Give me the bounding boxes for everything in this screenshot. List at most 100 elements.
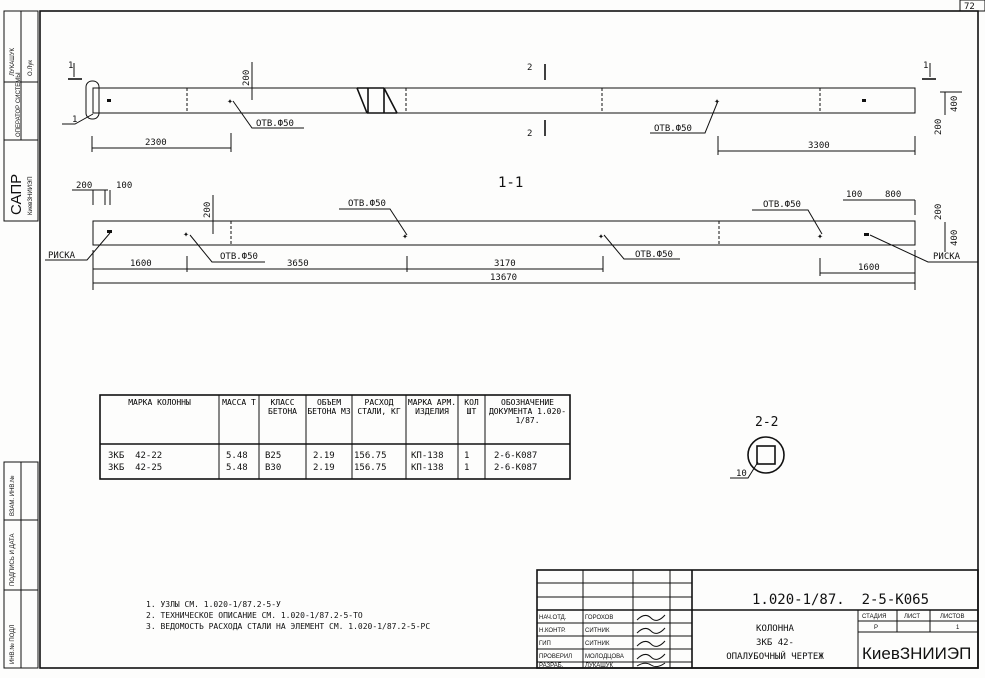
signer-role: Н.КОНТР. xyxy=(539,628,566,634)
hole-marker: ✦ xyxy=(183,229,189,240)
dim-100: 100 xyxy=(116,181,132,191)
mark-label: РИСКА xyxy=(48,251,76,261)
sheet-label: ЛИСТ xyxy=(904,614,920,620)
hole-marker: ✦ xyxy=(402,231,408,242)
title-block: 1.020-1/87. 2-5-К065 НАЧ.ОТД. ГОРОХОВ Н.… xyxy=(536,569,979,669)
stage-label: СТАДИЯ xyxy=(862,614,887,620)
sheets-label: ЛИСТОВ xyxy=(940,614,964,620)
dim-2300: 2300 xyxy=(145,138,167,148)
column-outline xyxy=(92,87,916,114)
dim-1600: 1600 xyxy=(858,263,880,273)
note: 1. УЗЛЫ СМ. 1.020-1/87.2-5-У xyxy=(146,600,281,609)
title-line: КОЛОННА xyxy=(756,624,795,634)
operator-label: ОПЕРАТОР СИСТЕМЫ xyxy=(16,72,22,137)
hole-label: ОТВ.Ф50 xyxy=(654,124,692,134)
section-2-2: 2-2 10 xyxy=(730,415,785,479)
sapr-label: САПР xyxy=(8,174,25,215)
cell-class: В25 xyxy=(265,451,281,461)
dim-200: 200 xyxy=(203,202,213,218)
dim-800: 800 xyxy=(885,190,901,200)
note: 2. ТЕХНИЧЕСКОЕ ОПИСАНИЕ СМ. 1.020-1/87.2… xyxy=(146,611,363,620)
note: 3. ВЕДОМОСТЬ РАСХОДА СТАЛИ НА ЭЛЕМЕНТ СМ… xyxy=(146,622,430,631)
header-reinforcement: МАРКА АРМ. ИЗДЕЛИЯ xyxy=(407,398,457,416)
sapr-org: КиевЗНИИЭП xyxy=(28,176,34,215)
header-mass: МАССА Т xyxy=(222,398,256,407)
signer-name: СИТНИК xyxy=(585,628,610,634)
cell-volume: 2.19 xyxy=(313,463,335,473)
mounting-detail xyxy=(356,87,398,114)
section-mark: 2 xyxy=(527,129,532,139)
cell-mass: 5.48 xyxy=(226,463,248,473)
notes: 1. УЗЛЫ СМ. 1.020-1/87.2-5-У 2. ТЕХНИЧЕС… xyxy=(146,600,430,631)
hole-label: ОТВ.Ф50 xyxy=(220,252,258,262)
cell-class: В30 xyxy=(265,463,281,473)
cell-mark: ЗКБ 42-25 xyxy=(108,463,162,473)
section-mark: 2 xyxy=(527,63,532,73)
header-steel: РАСХОД СТАЛИ, КГ xyxy=(357,398,401,416)
header-concrete-volume: ОБЪЕМ БЕТОНА М3 xyxy=(307,398,351,416)
signer-role: ГИП xyxy=(539,641,551,647)
header-column-mark: МАРКА КОЛОННЫ xyxy=(128,398,191,407)
table-row: ЗКБ 42-25 5.48 В30 2.19 156.75 КП-138 1 … xyxy=(108,463,537,473)
section-1-1: 1-1 ✦ ✦ ✦ ✦ ОТВ.Ф50 ОТВ.Ф50 ОТВ.Ф50 ОТВ.… xyxy=(45,175,978,290)
dim-100: 100 xyxy=(846,190,862,200)
spec-table: МАРКА КОЛОННЫ МАССА Т КЛАСС БЕТОНА ОБЪЕМ… xyxy=(99,394,571,480)
signer-name: ГОРОХОВ xyxy=(585,615,613,621)
header-concrete-class: КЛАСС БЕТОНА xyxy=(268,398,297,416)
column-outline xyxy=(92,220,916,246)
hole-label: ОТВ.Ф50 xyxy=(348,199,386,209)
signer-name: ЛУКАШУК xyxy=(585,663,614,669)
dim-1600: 1600 xyxy=(130,259,152,269)
cell-steel: 156.75 xyxy=(354,463,387,473)
signer-name: МОЛОДЦОВА xyxy=(585,654,624,660)
signer-role: РАЗРАБ. xyxy=(539,663,564,669)
dim-200: 200 xyxy=(76,181,92,191)
dim-3650: 3650 xyxy=(287,259,309,269)
organization: КиевЗНИИЭП xyxy=(862,644,971,663)
side-strip: ЛУКАШУК О.Лук ОПЕРАТОР СИСТЕМЫ САПР Киев… xyxy=(3,10,39,669)
callout-number: 10 xyxy=(736,469,747,479)
header-document: ОБОЗНАЧЕНИЕ ДОКУМЕНТА 1.020-1/87. xyxy=(488,398,567,425)
cell-reinforcement: КП-138 xyxy=(411,463,444,473)
cell-qty: 1 xyxy=(464,463,469,473)
dim-200: 200 xyxy=(242,70,252,86)
hole-label: ОТВ.Ф50 xyxy=(763,200,801,210)
hole-marker: ✦ xyxy=(817,231,823,242)
dim-400: 400 xyxy=(950,96,960,112)
detail-callout-ring xyxy=(85,80,100,120)
plan-view: ✦ ✦ ОТВ.Ф50 ОТВ.Ф50 200 1 1 1 2 2 400 20… xyxy=(62,61,962,155)
dim-200: 200 xyxy=(934,204,944,220)
operator-signature: О.Лук xyxy=(28,60,34,76)
signer-role: ПРОВЕРИЛ xyxy=(539,654,572,660)
cell-mass: 5.48 xyxy=(226,451,248,461)
sheets-value: 1 xyxy=(956,625,960,631)
section-mark: 1 xyxy=(68,61,73,71)
signer-name: СИТНИК xyxy=(585,641,610,647)
dim-400: 400 xyxy=(950,230,960,246)
operator-name: ЛУКАШУК xyxy=(10,47,16,76)
section-mark: 1 xyxy=(923,61,928,71)
hole-marker: ✦ xyxy=(227,96,233,107)
sheet-number: 72 xyxy=(964,2,975,12)
cell-volume: 2.19 xyxy=(313,451,335,461)
cell-mark: ЗКБ 42-22 xyxy=(108,451,162,461)
cell-steel: 156.75 xyxy=(354,451,387,461)
dim-3300: 3300 xyxy=(808,141,830,151)
stamp-inv-podl: ИНВ.№ ПОДЛ xyxy=(9,625,16,664)
stage-value: Р xyxy=(874,625,878,631)
hole-marker: ✦ xyxy=(598,231,604,242)
stamp-vzam-inv: ВЗАМ. ИНВ.№ xyxy=(9,475,16,516)
drawing-frame xyxy=(39,10,979,669)
dim-total: 13670 xyxy=(490,273,517,283)
mark-label: РИСКА xyxy=(933,252,961,262)
stamp-signature-date: ПОДПИСЬ И ДАТА xyxy=(10,533,16,586)
cell-document: 2-6-К087 xyxy=(494,451,537,461)
document-code: 1.020-1/87. 2-5-К065 xyxy=(752,592,929,608)
section-title: 1-1 xyxy=(498,175,523,191)
cell-document: 2-6-К087 xyxy=(494,463,537,473)
signer-role: НАЧ.ОТД. xyxy=(539,615,567,621)
title-line: ОПАЛУБОЧНЫЙ ЧЕРТЕЖ xyxy=(726,650,824,662)
hole-marker: ✦ xyxy=(714,96,720,107)
